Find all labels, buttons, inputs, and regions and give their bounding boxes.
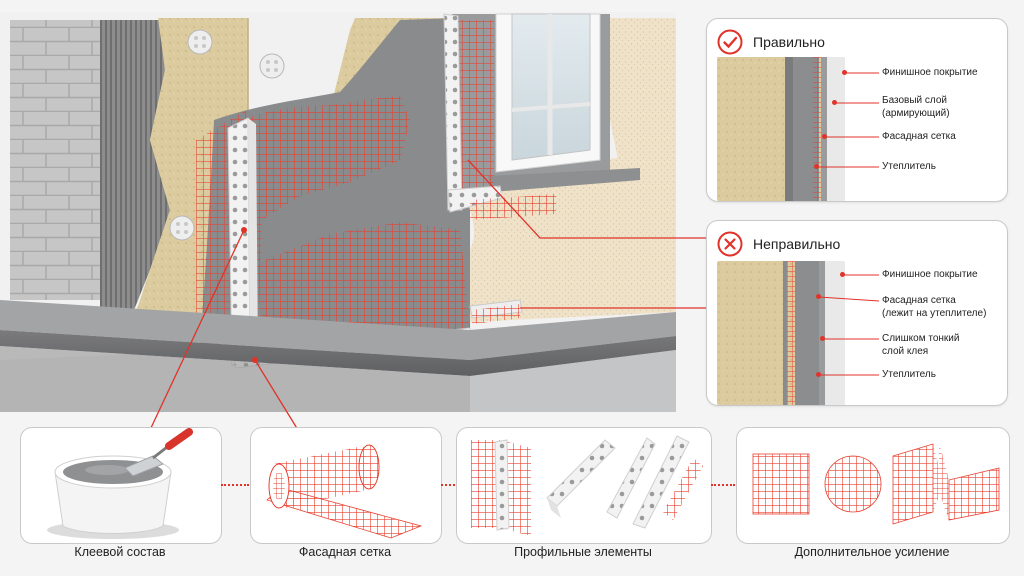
incorrect-panel-title: Неправильно xyxy=(753,236,841,252)
callout-dot xyxy=(816,294,821,299)
correct-cross-section xyxy=(717,57,845,201)
card-connector xyxy=(441,484,455,486)
callout-dot xyxy=(816,372,821,377)
product-label-adhesive: Клеевой состав xyxy=(74,545,166,559)
callout-dot xyxy=(832,100,837,105)
callout-dot xyxy=(822,134,827,139)
correct-panel: Правильно Финишное покрытие Базовый слой… xyxy=(706,18,1008,202)
label-finish-coat: Финишное покрытие xyxy=(882,67,978,78)
callout-dot xyxy=(842,70,847,75)
label-mesh-on-insulation: Фасадная сетка (лежит на утеплителе) xyxy=(882,295,987,319)
label-finish-coat: Финишное покрытие xyxy=(882,269,978,280)
callout-dot xyxy=(840,272,845,277)
incorrect-panel-header: Неправильно xyxy=(717,229,840,259)
correct-panel-leaders xyxy=(817,72,879,168)
corner-profile-icon xyxy=(471,435,703,536)
mesh-pieces-icon xyxy=(752,442,1000,525)
label-base-layer: Базовый слой (армирующий) xyxy=(882,95,950,119)
product-label-mesh: Фасадная сетка xyxy=(298,545,392,559)
product-card-profiles xyxy=(456,427,712,544)
product-label-reinforcement: Дополнительное усиление xyxy=(794,545,950,559)
product-card-reinforcement xyxy=(736,427,1010,544)
label-facade-mesh: Фасадная сетка xyxy=(882,131,956,142)
incorrect-panel: Неправильно Финишное покрытие Фасадная с… xyxy=(706,220,1008,406)
adhesive-bucket-icon xyxy=(47,428,193,539)
correct-panel-title: Правильно xyxy=(753,34,825,50)
product-card-mesh xyxy=(250,427,442,544)
label-insulation: Утеплитель xyxy=(882,161,936,172)
correct-panel-header: Правильно xyxy=(717,27,825,57)
card-connector xyxy=(711,484,735,486)
product-label-profiles: Профильные элементы xyxy=(514,545,652,559)
callout-dot xyxy=(814,164,819,169)
incorrect-panel-leaders xyxy=(818,274,880,376)
x-circle-icon xyxy=(717,231,743,257)
incorrect-cross-section xyxy=(717,261,845,405)
product-card-adhesive xyxy=(20,427,222,544)
card-connector xyxy=(221,484,249,486)
label-insulation: Утеплитель xyxy=(882,369,936,380)
mesh-roll-icon xyxy=(266,444,423,539)
label-thin-adhesive: Слишком тонкий слой клея xyxy=(882,333,960,357)
callout-dot xyxy=(820,336,825,341)
check-circle-icon xyxy=(717,29,743,55)
